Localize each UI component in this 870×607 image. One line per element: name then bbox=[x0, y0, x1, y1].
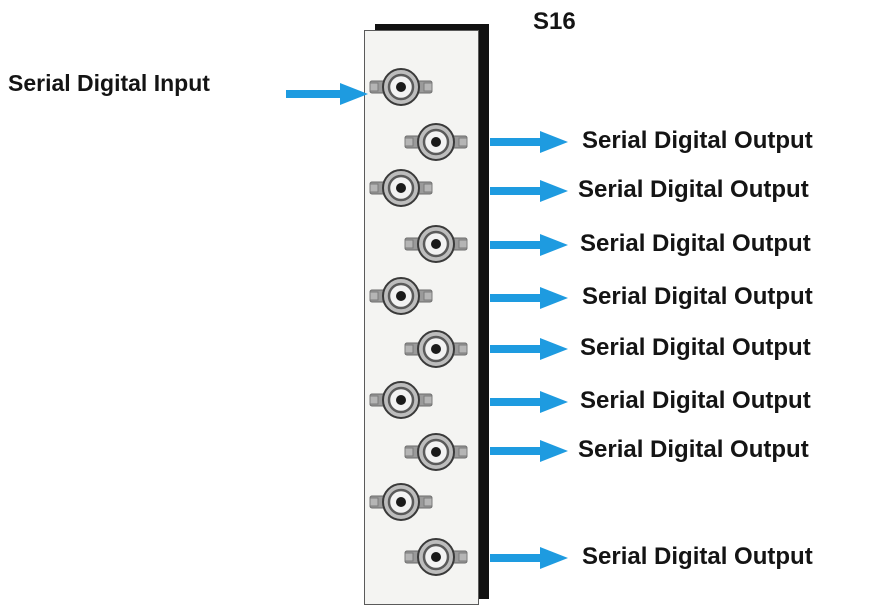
output-connector-icon bbox=[404, 122, 468, 162]
output-arrow-icon bbox=[490, 180, 568, 202]
output-label: Serial Digital Output bbox=[578, 176, 809, 203]
output-label: Serial Digital Output bbox=[580, 387, 811, 414]
output-arrow-icon bbox=[490, 131, 568, 153]
output-arrow-icon bbox=[490, 234, 568, 256]
input-arrow-icon bbox=[286, 83, 368, 105]
connector-icon bbox=[369, 276, 433, 316]
output-label: Serial Digital Output bbox=[582, 283, 813, 310]
output-label: Serial Digital Output bbox=[580, 334, 811, 361]
output-connector-icon bbox=[404, 224, 468, 264]
output-arrow-icon bbox=[490, 287, 568, 309]
connector-icon bbox=[369, 482, 433, 522]
output-arrow-icon bbox=[490, 440, 568, 462]
input-connector-icon bbox=[369, 67, 433, 107]
connector-icon bbox=[369, 168, 433, 208]
connector-icon bbox=[369, 380, 433, 420]
output-label: Serial Digital Output bbox=[578, 436, 809, 463]
output-arrow-icon bbox=[490, 547, 568, 569]
output-connector-icon bbox=[404, 537, 468, 577]
output-connector-icon bbox=[404, 432, 468, 472]
output-connector-icon bbox=[404, 329, 468, 369]
output-arrow-icon bbox=[490, 338, 568, 360]
output-label: Serial Digital Output bbox=[582, 543, 813, 570]
device-panel bbox=[364, 30, 479, 605]
output-label: Serial Digital Output bbox=[580, 230, 811, 257]
input-label: Serial Digital Input bbox=[8, 70, 210, 96]
device-model-label: S16 bbox=[533, 8, 576, 35]
output-label: Serial Digital Output bbox=[582, 127, 813, 154]
output-arrow-icon bbox=[490, 391, 568, 413]
